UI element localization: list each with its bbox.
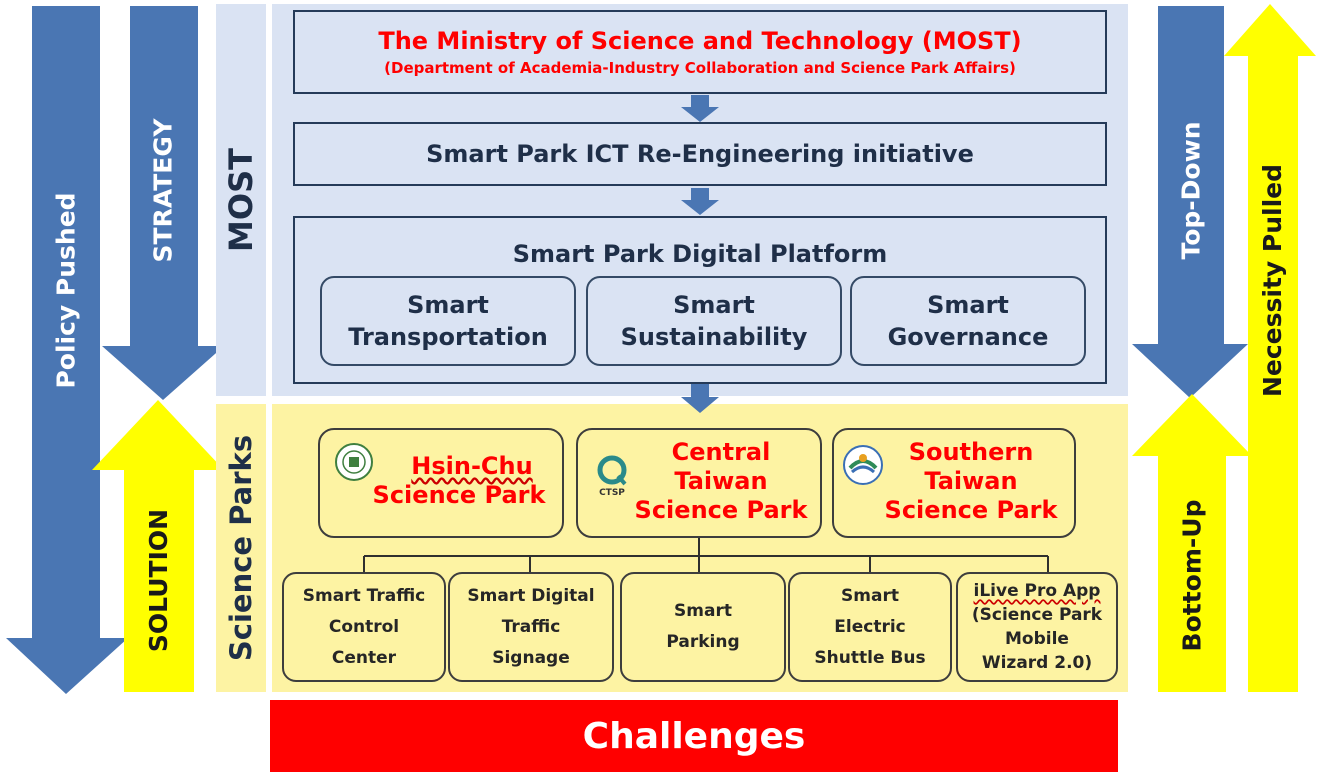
park-central-line1: Central	[671, 438, 771, 466]
park-hsinchu: Hsin-Chu Science Park	[318, 428, 564, 538]
down-arrow-3	[681, 384, 719, 413]
necessity-pulled-arrow	[1224, 4, 1316, 692]
park-central-line3: Science Park	[634, 496, 808, 524]
platform-title: Smart Park Digital Platform	[512, 240, 888, 268]
strategy-label: STRATEGY	[148, 118, 178, 262]
most-band-label-area	[216, 4, 266, 396]
initiative-box: Smart Park ICT Re-Engineering initiative	[293, 122, 1107, 186]
strategy-arrow	[102, 6, 224, 400]
bottom-up-arrow	[1132, 394, 1252, 692]
challenges-label: Challenges	[582, 715, 806, 757]
solution-ilive-pro-app: iLive Pro App (Science Park Mobile Wizar…	[956, 572, 1118, 682]
initiative-title: Smart Park ICT Re-Engineering initiative	[426, 140, 974, 168]
park-central-line2: Taiwan	[674, 467, 768, 495]
stsp-logo-icon	[842, 444, 884, 486]
park-hsinchu-line2: Science Park	[372, 481, 546, 509]
ministry-subtitle: (Department of Academia-Industry Collabo…	[384, 59, 1016, 77]
park-southern-taiwan: Southern Taiwan Science Park	[832, 428, 1076, 538]
most-band-label: MOST	[222, 148, 261, 252]
policy-pushed-arrow	[6, 6, 128, 694]
top-down-label: Top-Down	[1176, 120, 1206, 260]
parks-band-label-area	[216, 404, 266, 692]
park-southern-line3: Science Park	[884, 496, 1058, 524]
park-southern-line1: Southern	[908, 438, 1034, 466]
top-down-arrow	[1132, 6, 1248, 398]
park-central-taiwan: CTSP Central Taiwan Science Park	[576, 428, 822, 538]
down-arrow-2	[681, 188, 719, 215]
park-southern-line2: Taiwan	[924, 467, 1018, 495]
necessity-pulled-label: Necessity Pulled	[1258, 163, 1288, 397]
ministry-box: The Ministry of Science and Technology (…	[293, 10, 1107, 94]
hsinchu-logo-icon	[334, 442, 374, 482]
solution-arrow	[92, 400, 224, 692]
challenges-bar: Challenges	[270, 700, 1118, 772]
park-hsinchu-line1: Hsin-Chu	[411, 452, 533, 480]
ministry-title: The Ministry of Science and Technology (…	[378, 27, 1022, 55]
parks-band-label: Science Parks	[224, 434, 258, 662]
bottom-up-label: Bottom-Up	[1177, 499, 1207, 651]
down-arrow-1	[681, 95, 719, 122]
solution-label: SOLUTION	[144, 508, 174, 652]
park-connector-lines	[363, 538, 1049, 574]
ctsp-logo-icon: CTSP	[592, 454, 632, 500]
